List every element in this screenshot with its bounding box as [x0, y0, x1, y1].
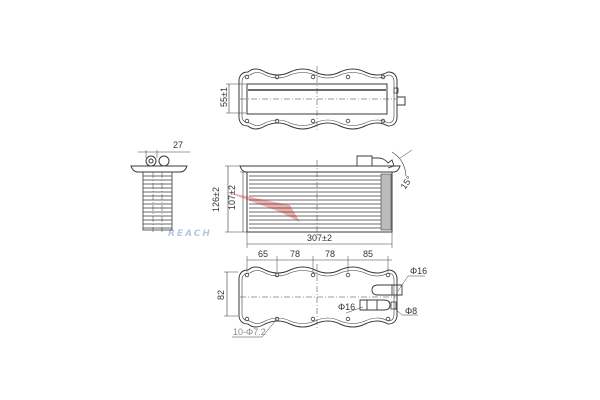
bottom-view-small-port-dia: Φ8 [405, 306, 417, 316]
front-view-angle-dim: 15° [398, 174, 414, 191]
front-view-plates [249, 175, 382, 229]
side-view-fin-stack [142, 171, 173, 232]
bottom-view-spacing-dim-2: 78 [290, 249, 300, 259]
top-view-flange-outline [238, 68, 398, 130]
bottom-view-flange-outline [238, 266, 398, 328]
front-view [225, 149, 413, 248]
bottom-view-upper-fitting [371, 284, 403, 296]
bottom-view-lower-fitting [359, 299, 391, 311]
bottom-view-height-dim: 82 [216, 290, 226, 300]
bottom-view-spacing-dim-4: 85 [363, 249, 373, 259]
front-view-fitting [356, 155, 395, 169]
front-view-overall-height-dim: 126±2 [211, 187, 221, 212]
top-view-height-dim: 55±1 [219, 87, 229, 107]
front-view-flange [239, 165, 401, 173]
side-view-width-dim: 27 [173, 140, 183, 150]
front-view-core-height-dim: 107±2 [227, 185, 237, 210]
reach-watermark: REACH [168, 192, 300, 239]
bottom-view-bolt-holes [244, 272, 391, 322]
top-view-bolt-holes [244, 74, 386, 124]
watermark-swoosh [226, 192, 300, 222]
bottom-view-spacing-dim-3: 78 [325, 249, 335, 259]
bottom-view-spacing-dim-1: 65 [258, 249, 268, 259]
top-view [226, 66, 406, 132]
side-view-flange [130, 165, 188, 173]
watermark-text: REACH [168, 229, 212, 239]
bottom-view [224, 256, 425, 338]
front-view-length-dim: 307±2 [307, 233, 332, 243]
side-view [130, 150, 190, 232]
bottom-view-holes-callout: 10-Φ7.2 [233, 327, 266, 337]
bottom-view-lower-fitting-dia: Φ16 [338, 302, 355, 312]
bottom-view-upper-fitting-dia: Φ16 [410, 266, 427, 276]
